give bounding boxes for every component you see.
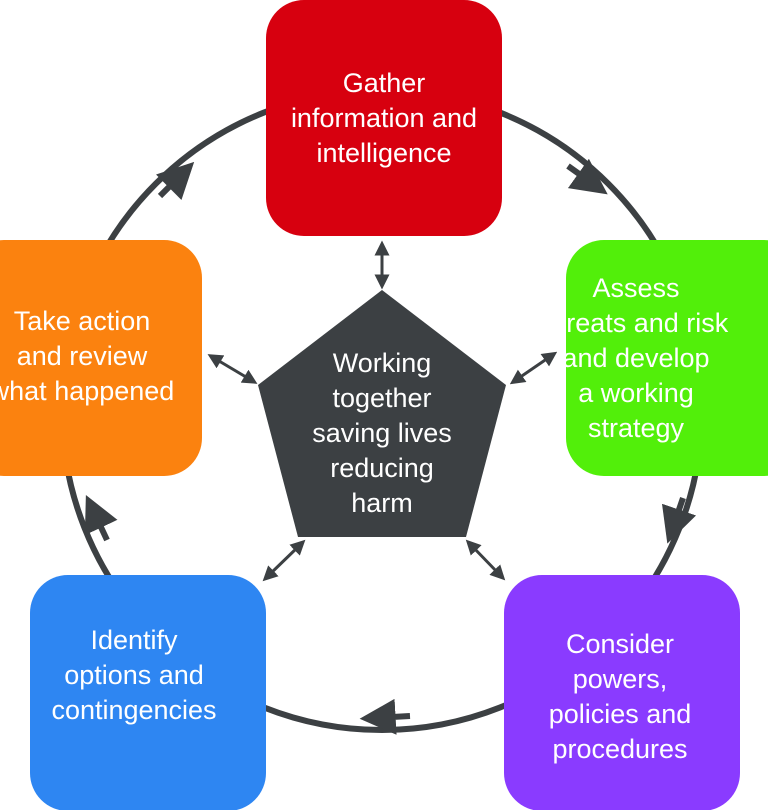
step-assess-threats: Assess threats and risk and develop a wo… xyxy=(544,240,768,476)
ring-arrow-assess-to-consider xyxy=(661,497,697,544)
connector-center-assess xyxy=(509,351,558,385)
center-line: together xyxy=(332,382,432,413)
step-line: contingencies xyxy=(51,694,217,725)
center-line: reducing xyxy=(330,452,434,483)
connector-center-consider xyxy=(465,539,506,581)
step-line: Assess xyxy=(592,272,680,303)
step-consider-powers: Consider powers, policies and procedures xyxy=(504,575,740,810)
step-line: and develop xyxy=(562,342,710,373)
step-line: Gather xyxy=(342,67,426,98)
step-line: what happened xyxy=(0,375,175,406)
step-line: policies and xyxy=(548,699,692,729)
step-line: Take action xyxy=(13,305,151,336)
step-line: a working xyxy=(578,377,694,408)
step-line: threats and risk xyxy=(543,307,729,338)
connector-center-take xyxy=(207,354,258,384)
step-line: information and xyxy=(290,102,478,133)
ring-arrow-gather-to-assess xyxy=(566,158,608,195)
step-line: options and xyxy=(64,659,204,690)
step-line: procedures xyxy=(552,734,688,764)
connector-center-identify xyxy=(262,539,306,582)
center-label: Working together saving lives reducing h… xyxy=(262,338,502,528)
step-line: powers, xyxy=(572,664,668,694)
ring-arrow-take-to-gather xyxy=(155,161,195,201)
step-identify-options: Identify options and contingencies xyxy=(30,575,266,810)
ring-arrow-identify-to-take xyxy=(84,494,118,542)
step-line: Consider xyxy=(565,629,675,659)
center-pentagon xyxy=(258,290,506,537)
step-line: Identify xyxy=(90,624,178,655)
step-take-action: Take action and review what happened xyxy=(0,240,202,476)
center-line: saving lives xyxy=(312,417,452,448)
step-line: strategy xyxy=(587,412,685,443)
center-line: harm xyxy=(351,487,413,518)
ring-arrow-consider-to-identify xyxy=(359,698,411,735)
step-line: intelligence xyxy=(316,137,452,168)
step-gather-information: Gather information and intelligence xyxy=(266,0,502,236)
step-line: and review xyxy=(16,340,148,371)
center-line: Working xyxy=(332,347,432,378)
